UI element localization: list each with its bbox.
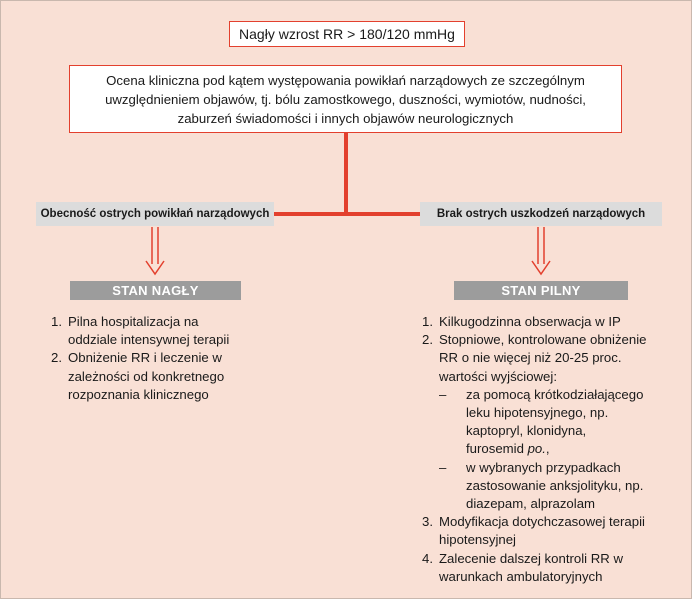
step-text: Modyfikacja dotychczasowej terapii hipot… xyxy=(439,514,645,548)
assessment-box: Ocena kliniczna pod kątem występowania p… xyxy=(69,65,622,133)
state-pressing-label: STAN PILNY xyxy=(454,281,628,300)
state-urgent-label: STAN NAGŁY xyxy=(70,281,241,300)
condition-right-text: Brak ostrych uszkodzeń narządowych xyxy=(436,208,646,220)
left-steps-list: 1. Pilna hospitalizacja na oddziale inte… xyxy=(51,313,251,404)
sub-text-end: , xyxy=(545,441,550,457)
sub-dash: – xyxy=(439,386,447,402)
condition-left-text: Obecność ostrych powikłań narządowych xyxy=(40,208,270,220)
diagram-title-text: Nagły wzrost RR > 180/120 mmHg xyxy=(239,26,455,42)
step-text: Stopniowe, kontrolowane obniżenie RR o n… xyxy=(439,332,647,384)
diagram-title: Nagły wzrost RR > 180/120 mmHg xyxy=(229,21,465,47)
step-text: Obniżenie RR i leczenie w zależności od … xyxy=(68,350,225,402)
sub-text: w wybranych przypadkach zastosowanie ank… xyxy=(466,459,644,512)
state-pressing-text: STAN PILNY xyxy=(501,283,581,298)
step-text: Pilna hospitalizacja na oddziale intensy… xyxy=(68,314,230,348)
right-steps-list: 1. Kilkugodzinna obserwacja w IP 2. Stop… xyxy=(422,313,647,586)
list-item: 2. Stopniowe, kontrolowane obniżenie RR … xyxy=(422,331,647,513)
step-text: Kilkugodzinna obserwacja w IP xyxy=(439,314,621,329)
list-item: 1. Pilna hospitalizacja na oddziale inte… xyxy=(51,313,251,349)
state-urgent-text: STAN NAGŁY xyxy=(112,283,199,298)
sub-dash: – xyxy=(439,459,447,475)
list-item: 3. Modyfikacja dotychczasowej terapii hi… xyxy=(422,513,647,549)
condition-left: Obecność ostrych powikłań narządowych xyxy=(36,202,274,226)
step-number: 4. xyxy=(422,550,433,566)
arrow-right xyxy=(531,227,551,276)
sub-item: – za pomocą krótkodziałającego leku hipot… xyxy=(439,386,647,459)
list-item: 4. Zalecenie dalszej kontroli RR w warun… xyxy=(422,550,647,586)
sub-item: – w wybranych przypadkach zastosowanie an… xyxy=(439,459,647,514)
step-number: 3. xyxy=(422,514,433,530)
list-item: 1. Kilkugodzinna obserwacja w IP xyxy=(422,313,647,331)
step-number: 2. xyxy=(422,332,433,348)
sub-text-italic: po. xyxy=(527,441,546,457)
assessment-text: Ocena kliniczna pod kątem występowania p… xyxy=(105,72,586,126)
sub-text: za pomocą krótkodziałającego leku hipote… xyxy=(466,386,644,457)
step-text: Zalecenie dalszej kontroli RR w warunkac… xyxy=(439,550,623,584)
list-item: 2. Obniżenie RR i leczenie w zależności … xyxy=(51,349,251,404)
arrow-left xyxy=(145,227,165,276)
step-number: 1. xyxy=(422,314,433,329)
condition-right: Brak ostrych uszkodzeń narządowych xyxy=(420,202,662,226)
step-number: 2. xyxy=(51,350,62,366)
step-number: 1. xyxy=(51,314,62,329)
